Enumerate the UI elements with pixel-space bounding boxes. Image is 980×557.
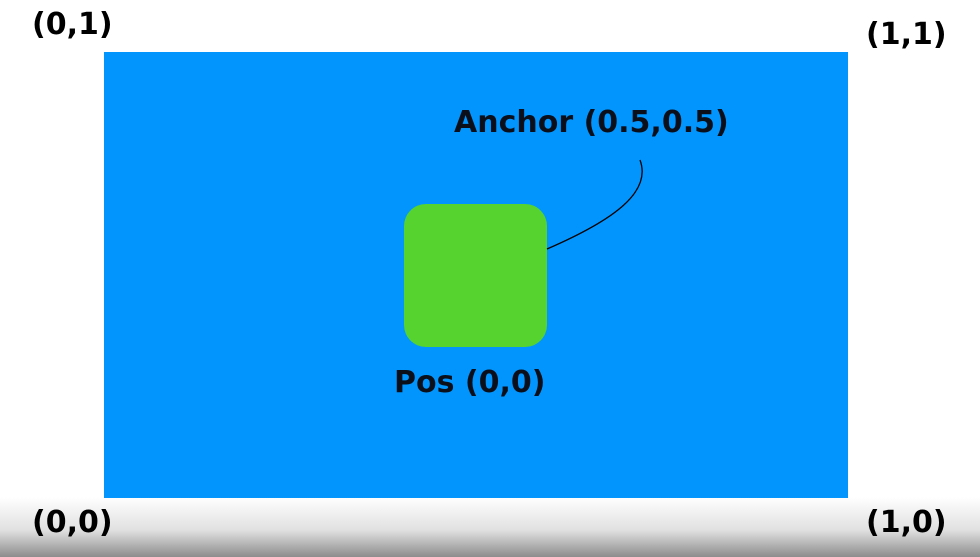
anchor-label: Anchor (0.5,0.5) <box>454 105 729 140</box>
position-label: Pos (0,0) <box>394 365 546 400</box>
corner-label-bottom-left: (0,0) <box>32 505 113 540</box>
child-node-square <box>404 204 547 347</box>
corner-label-top-right: (1,1) <box>866 17 947 52</box>
corner-label-top-left: (0,1) <box>32 7 113 42</box>
corner-label-bottom-right: (1,0) <box>866 505 947 540</box>
anchor-leader-line <box>546 159 643 250</box>
parent-canvas-rect: Anchor (0.5,0.5) Pos (0,0) <box>104 52 848 498</box>
bottom-gradient-bar <box>0 497 980 557</box>
